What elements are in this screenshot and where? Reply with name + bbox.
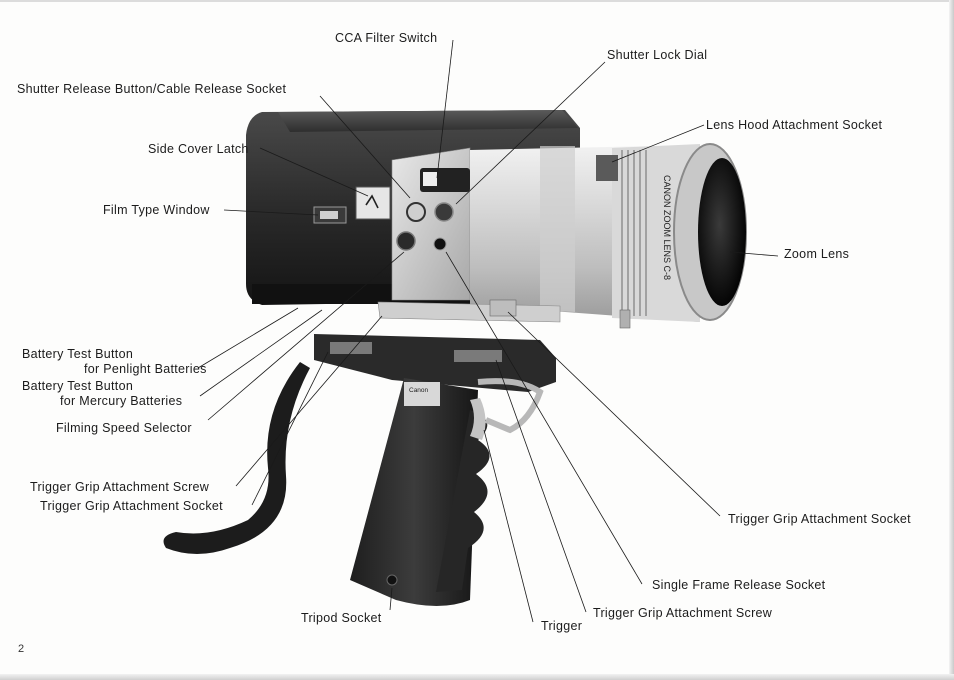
label-trigger-grip-socket-right: Trigger Grip Attachment Socket <box>728 512 911 526</box>
label-battery-test-penlight-line2: for Penlight Batteries <box>84 362 207 376</box>
grip-brand: Canon <box>409 387 429 394</box>
zoom-lens: CANON ZOOM LENS C-8 <box>470 143 747 329</box>
page-edge-bottom <box>0 674 954 680</box>
grip-label-plate <box>404 382 440 406</box>
label-filming-speed-selector: Filming Speed Selector <box>56 421 192 435</box>
label-side-cover-latch: Side Cover Latch <box>148 142 249 156</box>
page-edge-right <box>949 0 954 680</box>
side-fittings <box>313 186 391 224</box>
label-battery-test-mercury-line1: Battery Test Button <box>22 379 134 393</box>
lens-engraving: CANON ZOOM LENS C-8 <box>662 175 672 280</box>
control-panel <box>391 147 471 301</box>
label-battery-test-penlight-line1: Battery Test Button <box>22 347 134 361</box>
label-film-type-window: Film Type Window <box>103 203 210 217</box>
label-trigger: Trigger <box>541 619 583 633</box>
label-tripod-socket: Tripod Socket <box>301 611 382 625</box>
trigger-grip-attachment-socket-right-block <box>489 299 517 317</box>
lens-hood-attachment-socket-block <box>596 155 618 181</box>
trigger-lever <box>470 398 486 440</box>
filming-speed-selector-knob <box>396 231 416 251</box>
label-shutter-lock-dial: Shutter Lock Dial <box>607 48 708 62</box>
label-trigger-grip-screw-bottom: Trigger Grip Attachment Screw <box>593 606 773 620</box>
shutter-lock-dial <box>434 202 454 222</box>
label-trigger-grip-socket-left: Trigger Grip Attachment Socket <box>40 499 223 513</box>
base-rail <box>377 299 561 323</box>
page-number: 2 <box>18 643 25 655</box>
label-lens-hood-socket: Lens Hood Attachment Socket <box>706 118 883 132</box>
grip-screw-knurl-left <box>330 342 372 354</box>
cca-filter-switch-icon <box>423 172 437 186</box>
wrist-strap <box>163 362 310 554</box>
page-edge-top <box>0 0 954 2</box>
label-trigger-grip-screw-left: Trigger Grip Attachment Screw <box>30 480 210 494</box>
lens-front-glass <box>698 158 746 306</box>
side-cover-latch-plate <box>355 186 391 220</box>
grip-screw-knurl-right <box>454 350 502 362</box>
label-battery-test-mercury-line2: for Mercury Batteries <box>60 394 183 408</box>
label-shutter-release: Shutter Release Button/Cable Release Soc… <box>17 82 287 96</box>
label-single-frame-release: Single Frame Release Socket <box>652 578 826 592</box>
label-zoom-lens: Zoom Lens <box>784 247 850 261</box>
trigger-grip: Canon <box>314 334 556 606</box>
shutter-release-button <box>406 202 426 222</box>
trigger-guard <box>477 378 544 434</box>
tripod-socket-hole <box>386 574 398 586</box>
single-frame-release-socket-hole <box>433 237 447 251</box>
label-cca-filter-switch: CCA Filter Switch <box>335 31 438 45</box>
leader-lines <box>197 39 779 623</box>
